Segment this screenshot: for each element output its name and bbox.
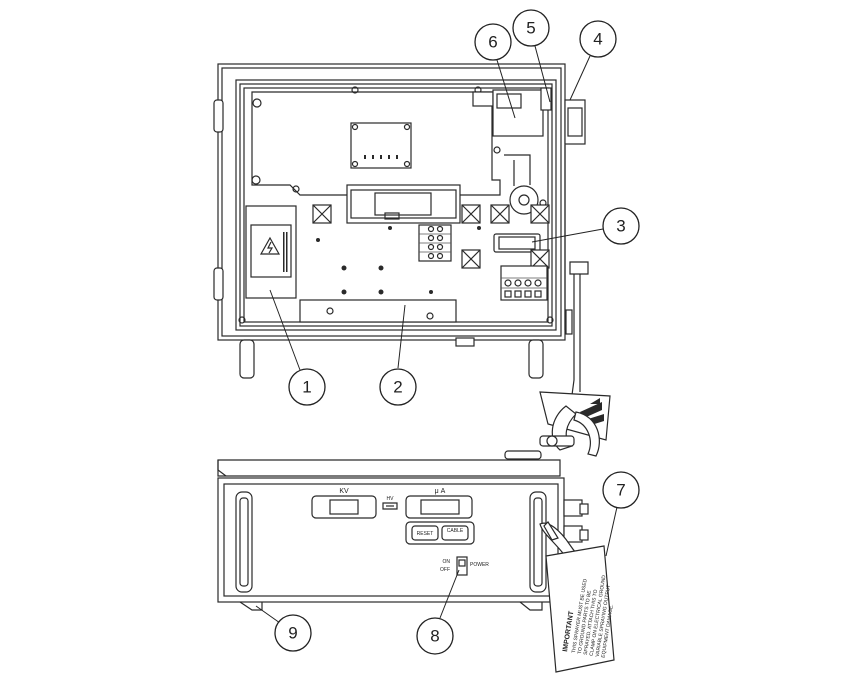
ground-clamp-tag: IMPORTANT THIS SPRAYER MUST BE USED TO G… [539,521,615,673]
hv-module [492,89,544,137]
callout-6: 6 [474,23,512,61]
callout-9-label: 9 [288,624,297,643]
kv-label: KV [339,488,349,495]
cable-indicator [441,525,469,541]
front-panel [217,477,565,603]
callout-4: 4 [579,20,617,58]
callout-8: 8 [416,617,454,655]
reset-button[interactable] [411,525,439,541]
hinge-lower [213,267,224,301]
callout-3: 3 [602,207,640,245]
mounting-holes [316,226,481,295]
standoffs [312,204,550,269]
power-label: POWER [470,562,489,568]
enclosure-top-view [213,63,589,396]
handle-left [235,491,253,593]
off-label: OFF [440,567,450,573]
bottom-rail [299,299,457,323]
callout-5: 5 [512,9,550,47]
cable-gland [569,261,589,275]
warning-triangle-icon [259,236,281,255]
warning-label [245,205,297,299]
callout-7-label: 7 [616,481,625,500]
callout-1-label: 1 [302,378,311,397]
terminal-block-right [500,265,548,301]
cable-label: CABLE [447,528,464,534]
foot-left [239,339,255,379]
callout-6-label: 6 [488,33,497,52]
callout-2-label: 2 [393,378,402,397]
chip [350,122,412,169]
important-tag [545,545,615,673]
fuse-holder [493,233,541,253]
terminal-block-center [418,224,452,262]
callout-8-label: 8 [430,627,439,646]
handle-right [529,491,547,593]
hv-label: HV [387,496,395,502]
ua-label: μ A [435,488,446,495]
enclosure-front-view: KV HV μ A RESET CABLE ON OFF POWER [217,450,589,611]
on-label: ON [443,559,451,565]
ground-clamp-top [539,391,611,457]
callout-4-label: 4 [593,30,602,49]
ua-display [405,495,473,519]
callout-7: 7 [602,471,640,509]
kv-display [311,495,377,519]
callout-2: 2 [379,368,417,406]
foot-right [528,339,544,379]
callout-3-label: 3 [616,217,625,236]
callout-5-label: 5 [526,19,535,38]
leader-lines [255,45,618,624]
reset-button-label: RESET [417,531,434,537]
callout-1: 1 [288,368,326,406]
callout-9: 9 [274,614,312,652]
hinge-upper [213,99,224,133]
